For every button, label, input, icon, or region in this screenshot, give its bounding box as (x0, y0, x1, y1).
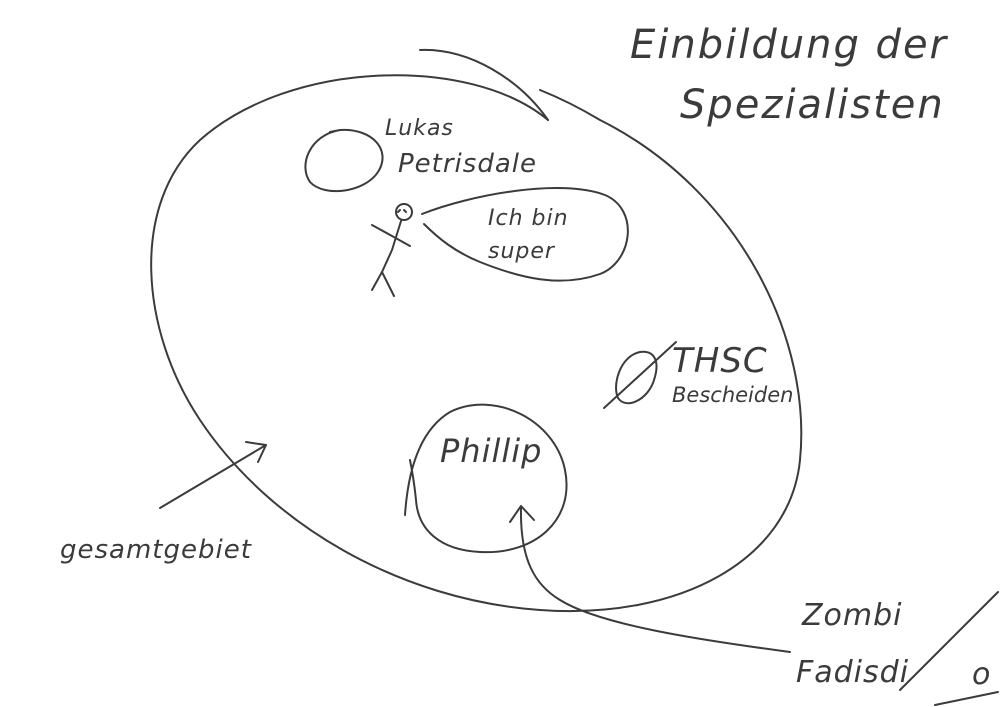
bottom-note-strike-1 (899, 591, 999, 691)
bottom-note-line-1: Zombi (801, 598, 903, 633)
lukas-circle (304, 128, 384, 193)
stick-figure-icon (371, 203, 413, 297)
arrow-to-field (159, 444, 267, 509)
arrow-to-phillip (519, 507, 791, 653)
speech-bubble (421, 187, 629, 282)
thsc-sublabel: Bescheiden (672, 383, 793, 407)
overall-field-ellipse (150, 74, 803, 612)
speech-text-line-1: Ich bin (488, 206, 569, 231)
crossed-circle-icon (603, 341, 677, 409)
bottom-note-strike-2 (934, 691, 999, 706)
thsc-label: THSC (672, 341, 768, 381)
region-label: gesamtgebiet (60, 535, 252, 565)
bottom-note-suffix: o (972, 657, 991, 692)
arrow-to-phillip-head (509, 505, 535, 523)
phillip-circle (404, 403, 568, 554)
phillip-label: Phillip (440, 432, 542, 470)
lukas-name-line-1: Lukas (385, 116, 454, 141)
arrow-to-field-head (245, 441, 267, 463)
title-line-2: Spezialisten (680, 82, 945, 128)
lukas-name-line-2: Petrisdale (398, 149, 537, 179)
title-line-1: Einbildung der (630, 22, 949, 68)
speech-text-line-2: super (488, 239, 556, 264)
bottom-note-line-2: Fadisdi (796, 655, 909, 690)
overall-field-ellipse-overshoot (419, 48, 549, 121)
